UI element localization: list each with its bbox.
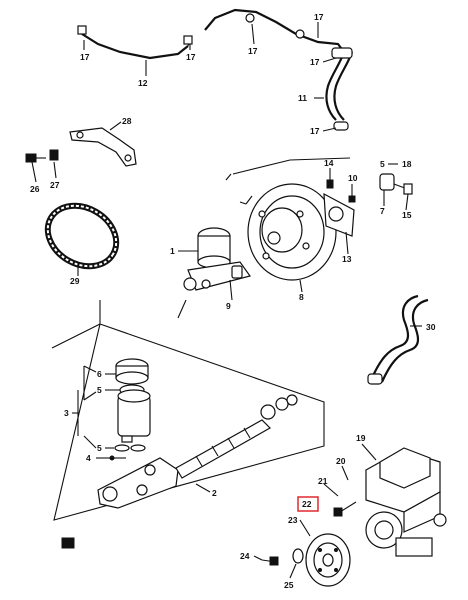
bolt-29-drawing — [25, 153, 46, 163]
part-label-28[interactable]: 25 — [284, 580, 294, 590]
master-cylinder-body-2-drawing — [97, 394, 298, 509]
part-label-20[interactable]: 17 — [248, 46, 258, 56]
brake-booster-9-drawing — [239, 183, 337, 281]
plug-15-drawing — [326, 179, 334, 189]
reservoir-3-drawing — [117, 389, 151, 443]
pulley-26-drawing — [305, 533, 351, 587]
part-label-5a[interactable]: 5 — [380, 159, 385, 169]
bolt-27-drawing — [261, 556, 279, 566]
part-label-4[interactable]: 4 — [86, 453, 91, 463]
part-label-17b[interactable]: 17 — [310, 57, 320, 67]
part-label-23[interactable]: 20 — [336, 456, 346, 466]
part-label-26[interactable]: 23 — [288, 515, 298, 525]
gasket-14-drawing — [323, 192, 355, 237]
part-label-33[interactable]: 30 — [426, 322, 436, 332]
part-label-2[interactable]: 2 — [212, 488, 217, 498]
part-label-17a[interactable]: 17 — [186, 52, 196, 62]
part-label-25[interactable]: 22 — [302, 499, 312, 509]
part-labels: 12 17 17 17 17 17 11 17 28 26 27 29 1 14… — [30, 12, 436, 590]
part-label-22[interactable]: 19 — [356, 433, 366, 443]
washer-28-drawing — [292, 548, 304, 564]
part-label-29[interactable]: 26 — [30, 184, 40, 194]
master-cylinder-1-drawing — [183, 227, 251, 291]
group-box-outline — [51, 157, 351, 521]
part-label-24[interactable]: 21 — [318, 476, 328, 486]
reservoir-cap-7-drawing — [115, 358, 149, 385]
bracket-31-drawing — [69, 127, 137, 167]
part-label-5b[interactable]: 5 — [97, 443, 102, 453]
part-label-15[interactable]: 14 — [324, 158, 334, 168]
part-label-31[interactable]: 28 — [122, 116, 132, 126]
part-label-11[interactable]: 10 — [348, 173, 358, 183]
fitting-small-drawing — [61, 537, 75, 549]
pipe-13-drawing — [77, 25, 193, 60]
part-label-7[interactable]: 6 — [97, 369, 102, 379]
part-label-13[interactable]: 12 — [138, 78, 148, 88]
belt-32-drawing — [44, 202, 120, 270]
part-label-27[interactable]: 24 — [240, 551, 250, 561]
hose-19-12-drawing — [204, 8, 354, 131]
nut-11-drawing — [348, 195, 356, 203]
part-label-32[interactable]: 29 — [70, 276, 80, 286]
part-label-9[interactable]: 8 — [299, 292, 304, 302]
pump-22-drawing — [365, 447, 447, 557]
part-label-8[interactable]: 7 — [380, 206, 385, 216]
hose-33-drawing — [367, 294, 429, 385]
part-label-14[interactable]: 13 — [342, 254, 352, 264]
part-label-21[interactable]: 18 — [402, 159, 412, 169]
grommet-5-drawing — [114, 444, 146, 452]
part-label-12[interactable]: 11 — [298, 93, 307, 103]
clip-21-16-drawing — [379, 173, 413, 195]
bolt-25-drawing — [333, 501, 357, 517]
leader-lines — [31, 22, 422, 579]
part-label-1[interactable]: 1 — [170, 246, 175, 256]
part-label-6[interactable]: 5 — [97, 385, 102, 395]
part-label-3[interactable]: 3 — [64, 408, 69, 418]
part-label-18[interactable]: 17 — [80, 52, 90, 62]
part-label-17c[interactable]: 17 — [310, 126, 320, 136]
part-label-30[interactable]: 27 — [50, 180, 60, 190]
highlight-box-part-25 — [297, 496, 319, 512]
nut-30-drawing — [49, 149, 59, 161]
part-label-10[interactable]: 9 — [226, 301, 231, 311]
part-label-19[interactable]: 17 — [314, 12, 324, 22]
part-label-16[interactable]: 15 — [402, 210, 412, 220]
pin-4-drawing — [109, 455, 126, 461]
